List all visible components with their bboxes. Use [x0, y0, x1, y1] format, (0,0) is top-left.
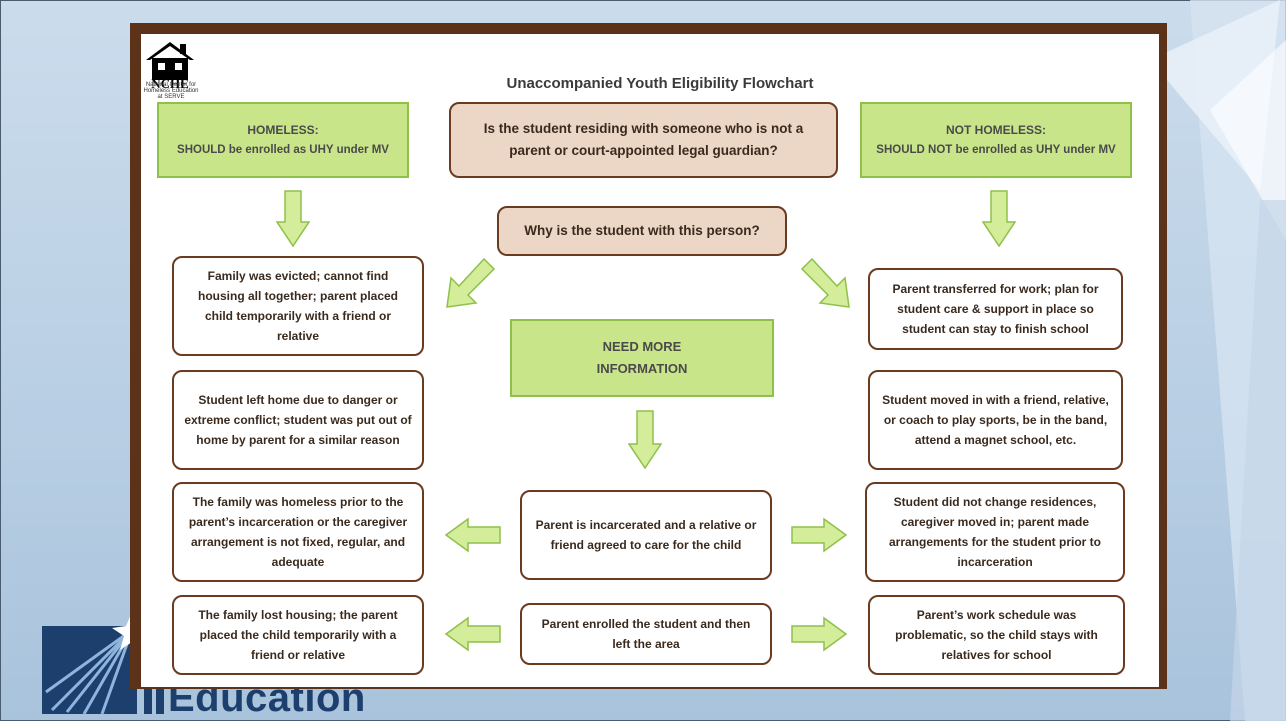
right-case-box: Student moved in with a friend, relative…	[868, 370, 1123, 470]
background-rays-graphic	[1150, 0, 1286, 721]
need-more-info-text: NEED MORE INFORMATION	[596, 339, 688, 376]
right-case-box: Parent transferred for work; plan for st…	[868, 268, 1123, 350]
nche-house-logo: NCHE	[146, 42, 194, 91]
left-case-box: The family was homeless prior to the par…	[172, 482, 424, 582]
not-homeless-box: NOT HOMELESS: SHOULD NOT be enrolled as …	[860, 102, 1132, 178]
education-logo-mark	[42, 612, 164, 715]
right-case-text: Student did not change residences, careg…	[888, 495, 1102, 569]
diagonal-arrow-left-icon	[446, 258, 496, 308]
left-case-box: Family was evicted; cannot find housing …	[172, 256, 424, 356]
center-case-text: Parent enrolled the student and then lef…	[541, 617, 751, 651]
homeless-heading: HOMELESS:	[247, 123, 319, 137]
right-case-box: Student did not change residences, careg…	[865, 482, 1125, 582]
left-case-text: Student left home due to danger or extre…	[184, 393, 412, 447]
left-case-text: Family was evicted; cannot find housing …	[197, 269, 399, 343]
right-arrow-icon	[791, 616, 848, 652]
right-arrow-icon	[791, 517, 848, 553]
center-case-box: Parent enrolled the student and then lef…	[520, 603, 772, 665]
logo-subtitle: National Center for Homeless Education a…	[143, 82, 199, 100]
center-case-text: Parent is incarcerated and a relative or…	[535, 518, 757, 552]
right-case-text: Parent’s work schedule was problematic, …	[895, 608, 1098, 662]
homeless-sub: SHOULD be enrolled as UHY under MV	[177, 144, 389, 156]
left-case-box: Student left home due to danger or extre…	[172, 370, 424, 470]
down-arrow-icon	[982, 190, 1016, 248]
right-case-text: Parent transferred for work; plan for st…	[892, 282, 1099, 336]
logo-acronym: NCHE	[151, 76, 189, 91]
not-homeless-sub: SHOULD NOT be enrolled as UHY under MV	[876, 144, 1116, 156]
flowchart-title: Unaccompanied Youth Eligibility Flowchar…	[506, 75, 814, 92]
left-arrow-icon	[444, 517, 501, 553]
left-case-text: The family was homeless prior to the par…	[188, 495, 408, 569]
down-arrow-icon	[628, 410, 662, 470]
down-arrow-icon	[276, 190, 310, 248]
why-box: Why is the student with this person?	[497, 206, 787, 256]
why-text: Why is the student with this person?	[524, 223, 760, 238]
not-homeless-heading: NOT HOMELESS:	[945, 123, 1046, 137]
right-case-box: Parent’s work schedule was problematic, …	[868, 595, 1125, 675]
diagonal-arrow-right-icon	[800, 258, 850, 308]
need-more-info-box: NEED MORE INFORMATION	[510, 319, 774, 397]
left-arrow-icon	[444, 616, 501, 652]
left-case-text: The family lost housing; the parent plac…	[198, 608, 398, 662]
left-case-box: The family lost housing; the parent plac…	[172, 595, 424, 675]
question-text: Is the student residing with someone who…	[483, 121, 804, 158]
center-case-box: Parent is incarcerated and a relative or…	[520, 490, 772, 580]
homeless-box: HOMELESS: SHOULD be enrolled as UHY unde…	[157, 102, 409, 178]
right-case-text: Student moved in with a friend, relative…	[882, 393, 1109, 447]
question-box: Is the student residing with someone who…	[449, 102, 838, 178]
